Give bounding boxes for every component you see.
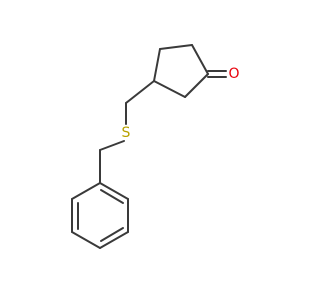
bond-ar3-ar4	[99, 231, 129, 249]
bond-ar1-ar2	[99, 182, 129, 200]
aromatic-inner-bond-1	[100, 189, 124, 204]
thioether-chain	[99, 80, 155, 184]
bond-ar4-ar5	[71, 231, 101, 249]
bond-c3-c4	[153, 48, 161, 82]
cyclopentanone-ring	[153, 44, 209, 98]
aromatic-inner-bond-2	[100, 227, 124, 242]
bond-c1-c2	[184, 73, 209, 98]
bond-s-ch2	[99, 140, 125, 151]
benzene-ring	[71, 182, 129, 249]
carbonyl-double-bond	[207, 70, 227, 78]
bond-c3-ch2	[125, 80, 155, 104]
oxygen-atom-label: O	[228, 66, 239, 82]
molecule-structure: O S	[71, 44, 240, 249]
sulfur-atom-label: S	[122, 125, 131, 141]
bond-c4-c5	[159, 44, 193, 50]
bond-c2-c3	[153, 80, 186, 98]
bond-c5-c1	[191, 44, 209, 75]
bond-ar6-ar1	[71, 182, 101, 200]
